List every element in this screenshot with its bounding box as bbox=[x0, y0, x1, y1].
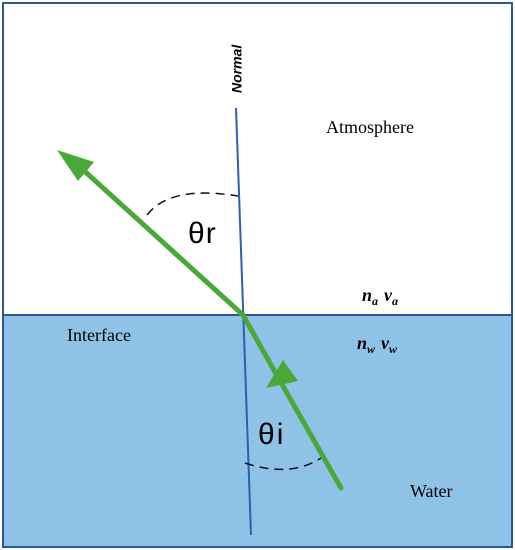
atmosphere-label: Atmosphere bbox=[326, 117, 414, 137]
vw-subscript: w bbox=[389, 342, 398, 356]
interface-label: Interface bbox=[67, 325, 131, 345]
refracted-ray-arrowhead bbox=[57, 150, 94, 181]
water-region bbox=[3, 315, 512, 547]
atmosphere-region bbox=[3, 3, 512, 315]
theta-r-symbol: θ bbox=[188, 217, 205, 250]
water-label: Water bbox=[410, 481, 453, 501]
incident-ray-lower bbox=[272, 369, 344, 491]
na-symbol: n bbox=[362, 285, 372, 305]
va-subscript: a bbox=[392, 294, 398, 308]
nw-subscript: w bbox=[367, 342, 376, 356]
normal-label: Normal bbox=[229, 44, 245, 93]
va-symbol: v bbox=[384, 285, 393, 305]
theta-i-symbol: θ bbox=[258, 418, 275, 451]
na-subscript: a bbox=[372, 294, 378, 308]
incident-ray-arrowhead bbox=[266, 360, 298, 388]
refracted-angle-label: θr bbox=[188, 217, 216, 250]
vw-symbol: v bbox=[381, 333, 390, 353]
nw-symbol: n bbox=[357, 333, 367, 353]
incident-angle-label: θi bbox=[258, 418, 283, 451]
incident-ray-upper bbox=[240, 312, 278, 375]
theta-i-subscript: i bbox=[277, 418, 284, 451]
theta-r-subscript: r bbox=[206, 217, 216, 250]
refracted-ray bbox=[77, 164, 246, 318]
reflected-angle-arc bbox=[146, 192, 239, 216]
